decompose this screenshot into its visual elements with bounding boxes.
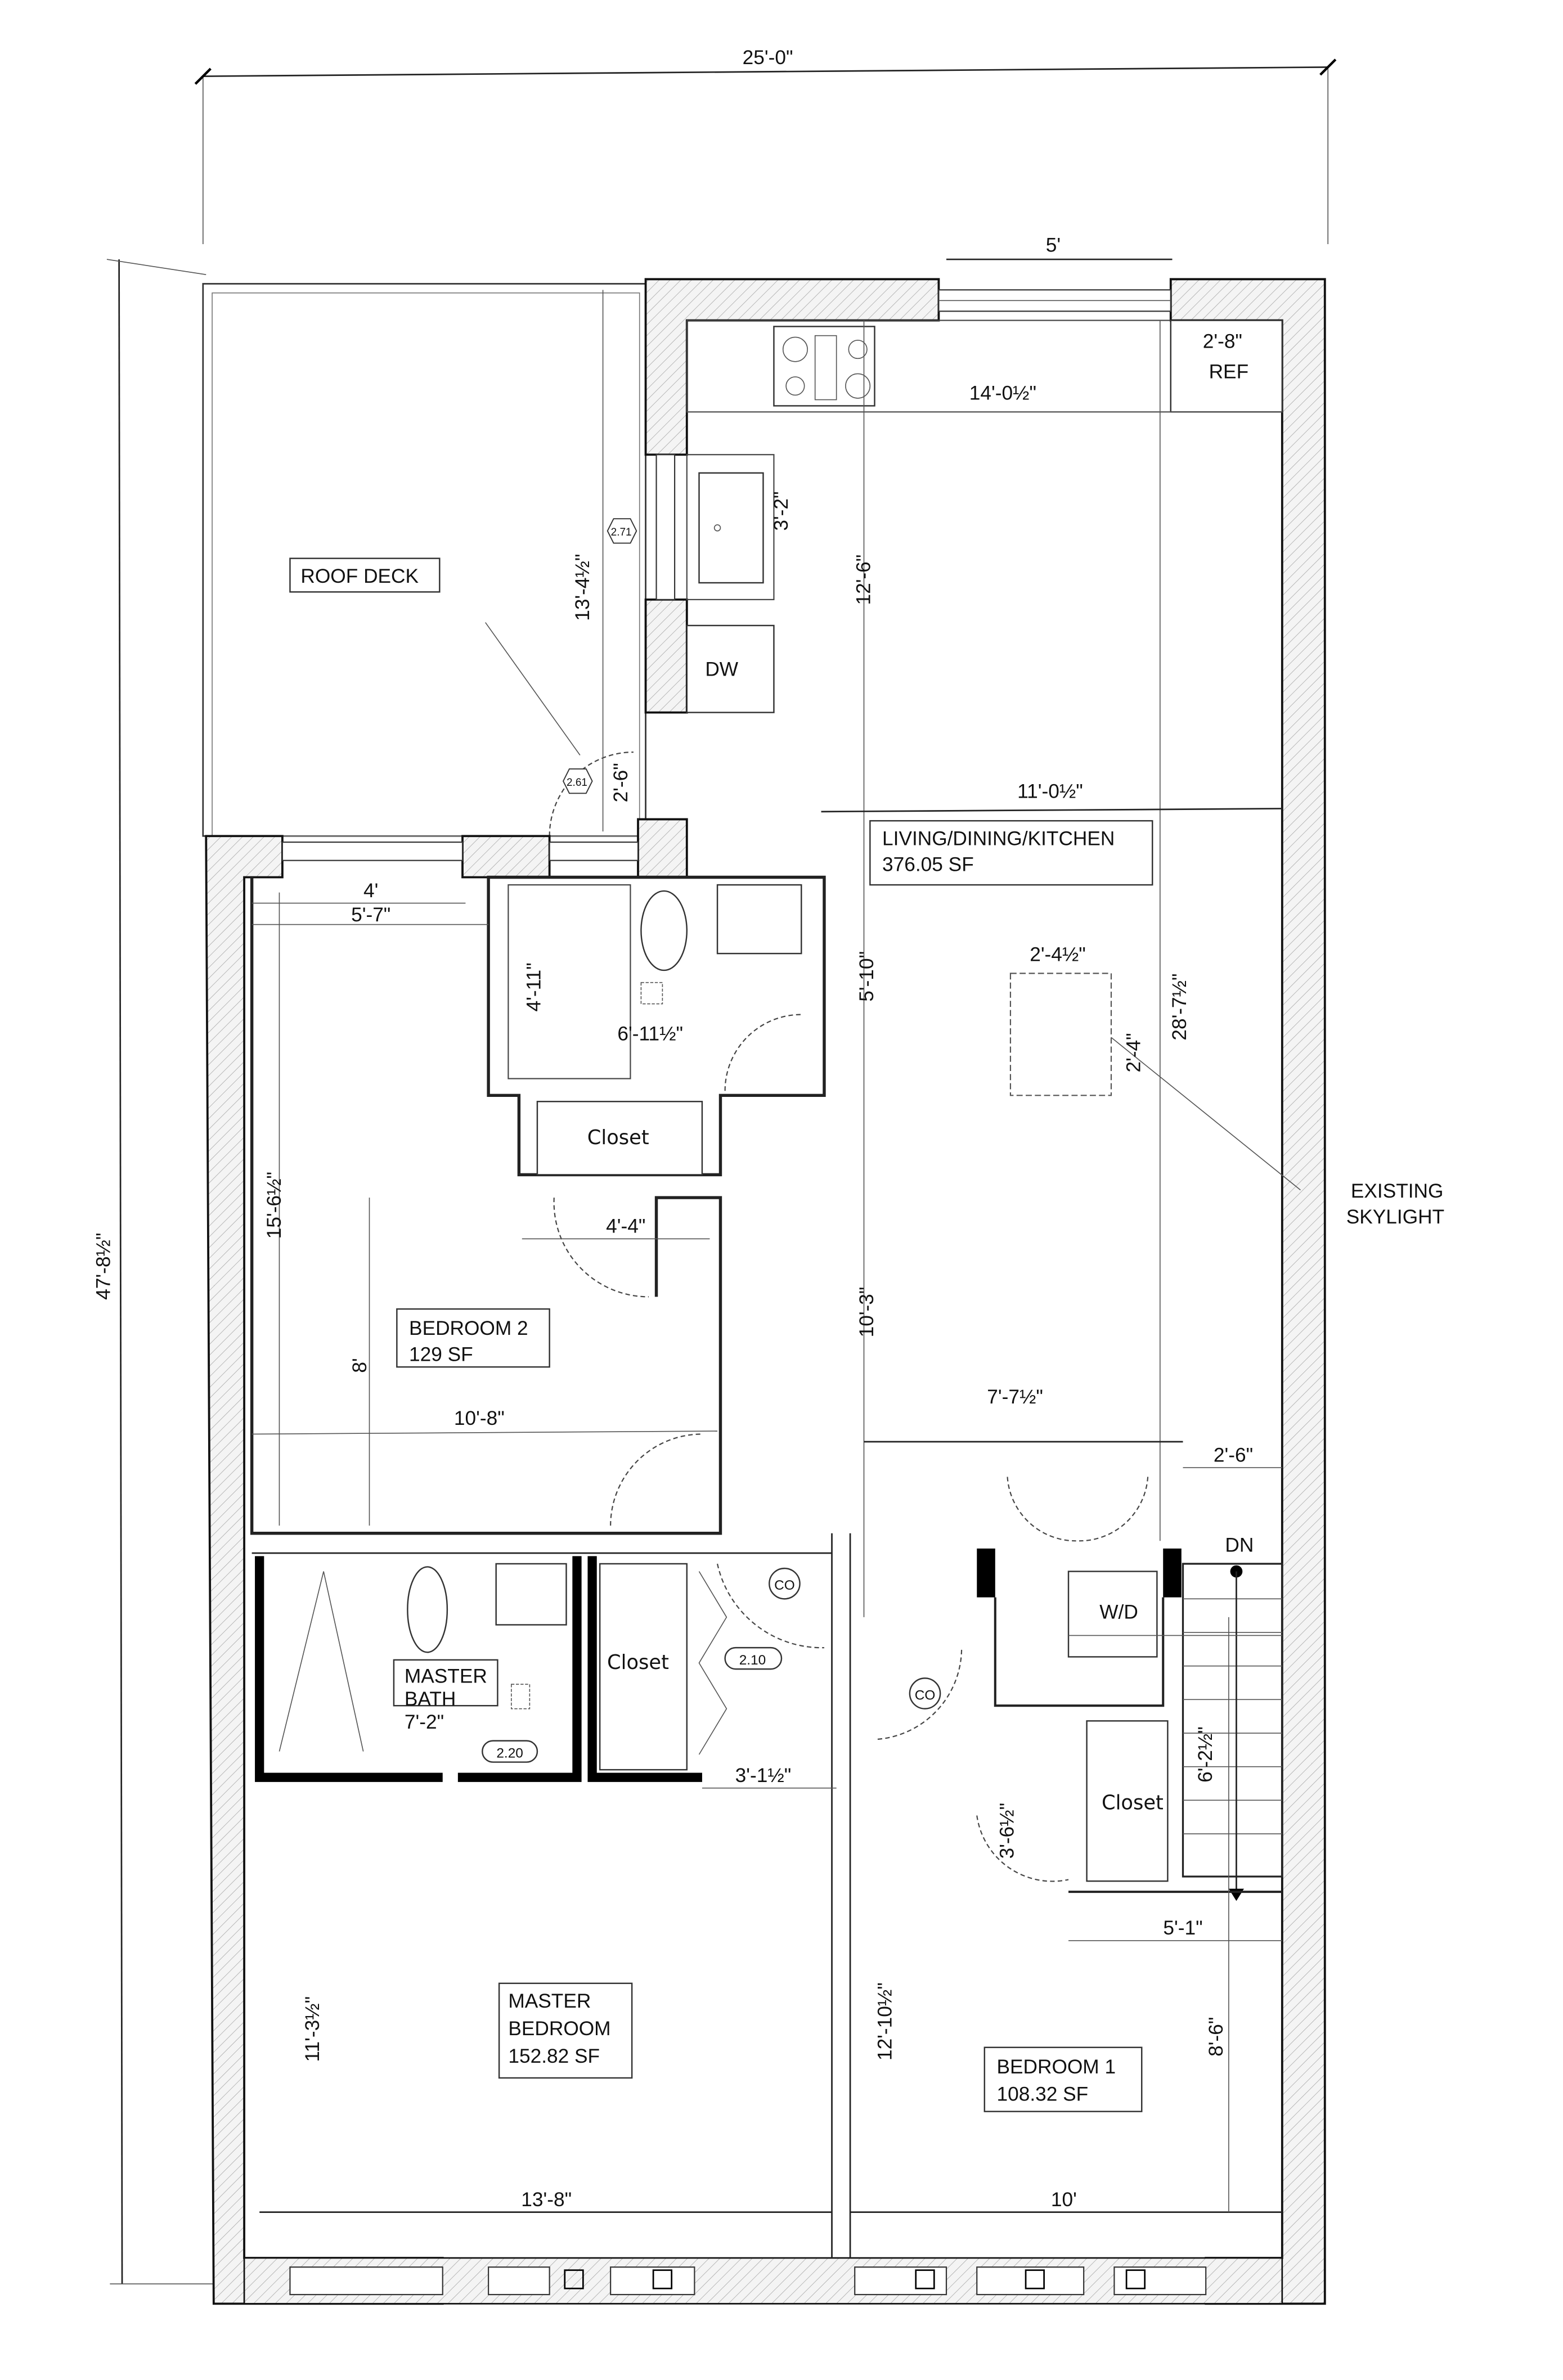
overall-width-label: 25'-0" xyxy=(743,47,793,69)
master-bedroom: MASTER BEDROOM 152.82 SF xyxy=(259,1982,832,2213)
toilet-icon xyxy=(640,890,688,971)
dishwasher xyxy=(686,624,775,713)
sink-icon xyxy=(495,1563,567,1626)
tag-label: 2.20 xyxy=(496,1745,523,1761)
closet-bed1 xyxy=(1086,1720,1169,1882)
tag-label: 2.61 xyxy=(567,777,587,789)
dimension-label: 10'-3" xyxy=(856,1287,878,1338)
dimension-label: 11'-3½" xyxy=(302,1996,324,2062)
dimension-label: 2'-4½" xyxy=(1030,944,1086,966)
dimension-label: 3'-2" xyxy=(770,491,792,530)
skylight-note-line2: SKYLIGHT xyxy=(1346,1206,1444,1228)
washer-dryer-label: W/D xyxy=(1099,1601,1138,1623)
dimension-label: 5'-10" xyxy=(856,951,878,1002)
master-bedroom-area: 152.82 SF xyxy=(508,2045,600,2067)
master-bath: MASTER BATH 2.20 Closet 2.10 CO xyxy=(251,1533,851,2258)
bedroom-1: BEDROOM 1 108.32 SF xyxy=(850,1617,1282,2213)
dimension-label: 12'-10½" xyxy=(874,1982,896,2060)
bathroom-2: Closet xyxy=(487,875,826,1177)
dimension-label: 10'-8" xyxy=(454,1407,505,1429)
master-bath-label-1: MASTER xyxy=(405,1666,487,1688)
refrigerator-label: REF xyxy=(1209,361,1249,383)
section-tags: 2.71 2.61 xyxy=(562,518,637,794)
stairs: DN xyxy=(1182,1534,1283,1901)
stove-icon xyxy=(773,326,875,407)
dimension-label: 15'-6½" xyxy=(263,1172,285,1239)
dimension-label: 2'-4" xyxy=(1123,1033,1145,1072)
living-label: LIVING/DINING/KITCHEN xyxy=(882,828,1115,850)
dimension-label: 4'-4" xyxy=(606,1215,645,1237)
dimension-label: 7'-7½" xyxy=(987,1386,1043,1408)
dimension-label: 11'-0½" xyxy=(1017,780,1083,802)
bedroom1-label: BEDROOM 1 xyxy=(997,2056,1116,2078)
bedroom1-area: 108.32 SF xyxy=(997,2084,1089,2105)
master-bedroom-label-1: MASTER xyxy=(508,1990,591,2012)
dimension-label: 3'-6½" xyxy=(996,1803,1018,1859)
co-detector-icon xyxy=(769,1567,801,1600)
closet-label: Closet xyxy=(1102,1792,1164,1815)
laundry-and-stairs: W/D DN Closet CO xyxy=(877,1477,1283,1901)
roof-deck-label: ROOF DECK xyxy=(300,565,419,587)
dimension-label: 10' xyxy=(1051,2189,1077,2211)
bedroom2-label: BEDROOM 2 xyxy=(409,1317,528,1339)
dimension-label: 5'-7" xyxy=(351,904,390,926)
stairs-down-label: DN xyxy=(1225,1534,1254,1556)
tag-label: 2.71 xyxy=(611,527,632,538)
sink-icon xyxy=(716,884,802,955)
skylight-outline xyxy=(1009,973,1112,1096)
dimension-label: 5' xyxy=(1046,235,1061,257)
dimension-label: 8' xyxy=(349,1358,371,1373)
dimension-label: 2'-6" xyxy=(1214,1444,1253,1466)
master-bath-label-2: BATH xyxy=(405,1688,456,1710)
dimension-labels: 5' 14'-0½" 3'-2" 12'-6" 13'-4½" 2'-6" 11… xyxy=(251,235,1282,2211)
roof-deck: ROOF DECK xyxy=(202,283,646,837)
washer-dryer xyxy=(1067,1571,1158,1658)
co-label: CO xyxy=(774,1578,795,1593)
bedroom2-area: 129 SF xyxy=(409,1343,473,1365)
windows xyxy=(281,289,1207,2296)
living-area: 376.05 SF xyxy=(882,854,974,876)
skylight-note-line1: EXISTING xyxy=(1351,1180,1444,1202)
kitchen-sink-icon xyxy=(698,472,764,584)
dimension-label: 6'-2½" xyxy=(1194,1726,1216,1783)
dimension-label: 4'-11" xyxy=(523,962,545,1011)
dimension-label: 8'-6" xyxy=(1205,2017,1227,2057)
overall-depth-dimension: 47'-8½" xyxy=(92,259,214,2284)
dimension-label: 12'-6" xyxy=(852,555,874,605)
dimension-label: 28'-7½" xyxy=(1169,973,1191,1040)
dimension-label: 14'-0½" xyxy=(969,383,1036,404)
dimension-label: 6'-11½" xyxy=(617,1023,683,1045)
closet-bed2 xyxy=(536,1100,703,1176)
exterior-walls xyxy=(205,278,1326,2305)
overall-width-dimension: 25'-0" xyxy=(194,47,1337,244)
dimension-label: 4' xyxy=(363,880,378,902)
toilet-icon xyxy=(407,1566,448,1653)
closet-label: Closet xyxy=(587,1126,649,1149)
dimension-label: 7'-2" xyxy=(405,1711,444,1733)
dimension-label: 3'-1½" xyxy=(735,1765,792,1787)
kitchen: 2'-8" REF DW xyxy=(686,320,1283,713)
tag-label: 2.10 xyxy=(739,1653,766,1668)
dimension-label: 13'-8" xyxy=(521,2189,572,2211)
co-label: CO xyxy=(915,1688,936,1703)
closet-label: Closet xyxy=(607,1651,669,1674)
dimension-label: 2'-6" xyxy=(610,763,632,802)
co-detector-icon xyxy=(909,1677,941,1709)
closet-master xyxy=(599,1563,688,1771)
overall-depth-label: 47'-8½" xyxy=(92,1233,114,1300)
dimension-label: 5'-1" xyxy=(1163,1917,1202,1939)
bedroom-2: BEDROOM 2 129 SF xyxy=(250,877,722,1535)
dishwasher-label: DW xyxy=(705,658,738,680)
dimension-label: 13'-4½" xyxy=(572,554,594,621)
living-dining-kitchen: LIVING/DINING/KITCHEN 376.05 SF EXISTING… xyxy=(821,320,1444,1617)
bathtub-icon xyxy=(507,884,631,1079)
master-bedroom-label-2: BEDROOM xyxy=(508,2018,610,2040)
dimension-label: 2'-8" xyxy=(1203,330,1242,352)
